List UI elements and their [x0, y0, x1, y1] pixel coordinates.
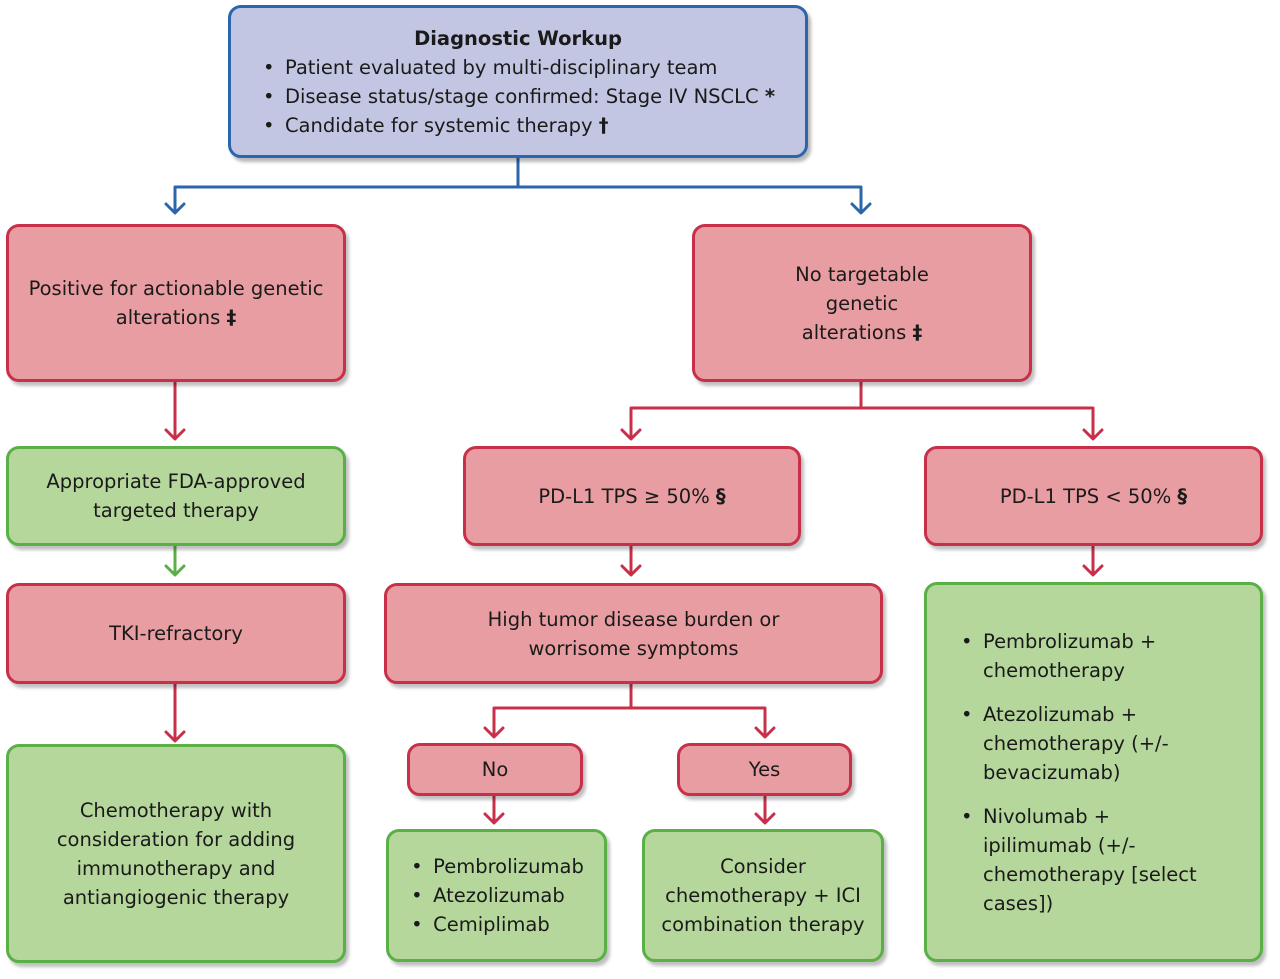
- monotherapy-box: Pembrolizumab Atezolizumab Cemiplimab: [386, 829, 607, 962]
- positive-genetic-box: Positive for actionable genetic alterati…: [6, 224, 346, 382]
- arrowhead: [754, 812, 776, 825]
- targeted-therapy-box: Appropriate FDA-approved targeted therap…: [6, 446, 346, 546]
- list-item: Nivolumab + ipilimumab (+/- chemotherapy…: [959, 802, 1209, 918]
- chemo-immuno-box: Chemotherapy with consideration for addi…: [6, 744, 346, 963]
- list-item: Candidate for systemic therapy †: [261, 111, 775, 140]
- list-item: Pembrolizumab + chemotherapy: [959, 627, 1209, 685]
- arrowhead: [620, 428, 642, 441]
- list-item: Atezolizumab + chemotherapy (+/- bevaciz…: [959, 700, 1209, 787]
- arrowhead: [164, 730, 186, 743]
- diagnostic-title: Diagnostic Workup: [414, 26, 622, 50]
- arrowhead: [483, 812, 505, 825]
- list-item: Disease status/stage confirmed: Stage IV…: [261, 82, 775, 111]
- tki-refractory-box: TKI-refractory: [6, 583, 346, 684]
- targeted-therapy-label: Appropriate FDA-approved targeted therap…: [46, 470, 306, 522]
- combo-options-box: Pembrolizumab + chemotherapy Atezolizuma…: [924, 582, 1263, 962]
- arrowhead: [1082, 564, 1104, 577]
- diagnostic-list: Patient evaluated by multi-disciplinary …: [261, 53, 775, 140]
- no-label: No: [481, 758, 509, 781]
- pdl1-low-box: PD-L1 TPS < 50% §: [924, 446, 1263, 546]
- positive-genetic-label: Positive for actionable genetic alterati…: [28, 277, 324, 329]
- list-item: Cemiplimab: [409, 910, 584, 939]
- no-targetable-label: No targetable genetic alterations ‡: [795, 262, 929, 344]
- tumor-burden-label: High tumor disease burden or worrisome s…: [487, 607, 780, 660]
- monotherapy-list: Pembrolizumab Atezolizumab Cemiplimab: [409, 852, 584, 939]
- pdl1-high-label: PD-L1 TPS ≥ 50% §: [538, 484, 726, 508]
- arrowhead: [164, 202, 186, 215]
- yes-box: Yes: [677, 743, 852, 796]
- no-targetable-box: No targetable genetic alterations ‡: [692, 224, 1032, 382]
- connector-no-targetable: [629, 380, 1095, 438]
- list-item: Atezolizumab: [409, 881, 584, 910]
- arrowhead: [620, 564, 642, 577]
- arrowhead: [1082, 428, 1104, 441]
- arrowhead: [164, 564, 186, 577]
- tki-refractory-label: TKI-refractory: [109, 622, 243, 645]
- connector-burden-split: [492, 682, 767, 736]
- list-item: Pembrolizumab: [409, 852, 584, 881]
- arrowhead: [754, 726, 776, 739]
- no-box: No: [407, 743, 583, 796]
- diagnostic-workup-box: Diagnostic Workup Patient evaluated by m…: [228, 5, 808, 158]
- arrowhead: [850, 202, 872, 215]
- connector-diagnostic: [173, 156, 863, 212]
- consider-combo-box: Consider chemotherapy + ICI combination …: [642, 829, 884, 962]
- arrowhead: [483, 726, 505, 739]
- consider-combo-label: Consider chemotherapy + ICI combination …: [661, 855, 865, 936]
- combo-options-list: Pembrolizumab + chemotherapy Atezolizuma…: [959, 627, 1209, 918]
- yes-label: Yes: [748, 758, 781, 781]
- tumor-burden-box: High tumor disease burden or worrisome s…: [384, 583, 883, 684]
- arrowhead: [164, 428, 186, 441]
- list-item: Patient evaluated by multi-disciplinary …: [261, 53, 775, 82]
- pdl1-low-label: PD-L1 TPS < 50% §: [999, 484, 1188, 508]
- pdl1-high-box: PD-L1 TPS ≥ 50% §: [463, 446, 801, 546]
- chemo-immuno-label: Chemotherapy with consideration for addi…: [56, 798, 296, 909]
